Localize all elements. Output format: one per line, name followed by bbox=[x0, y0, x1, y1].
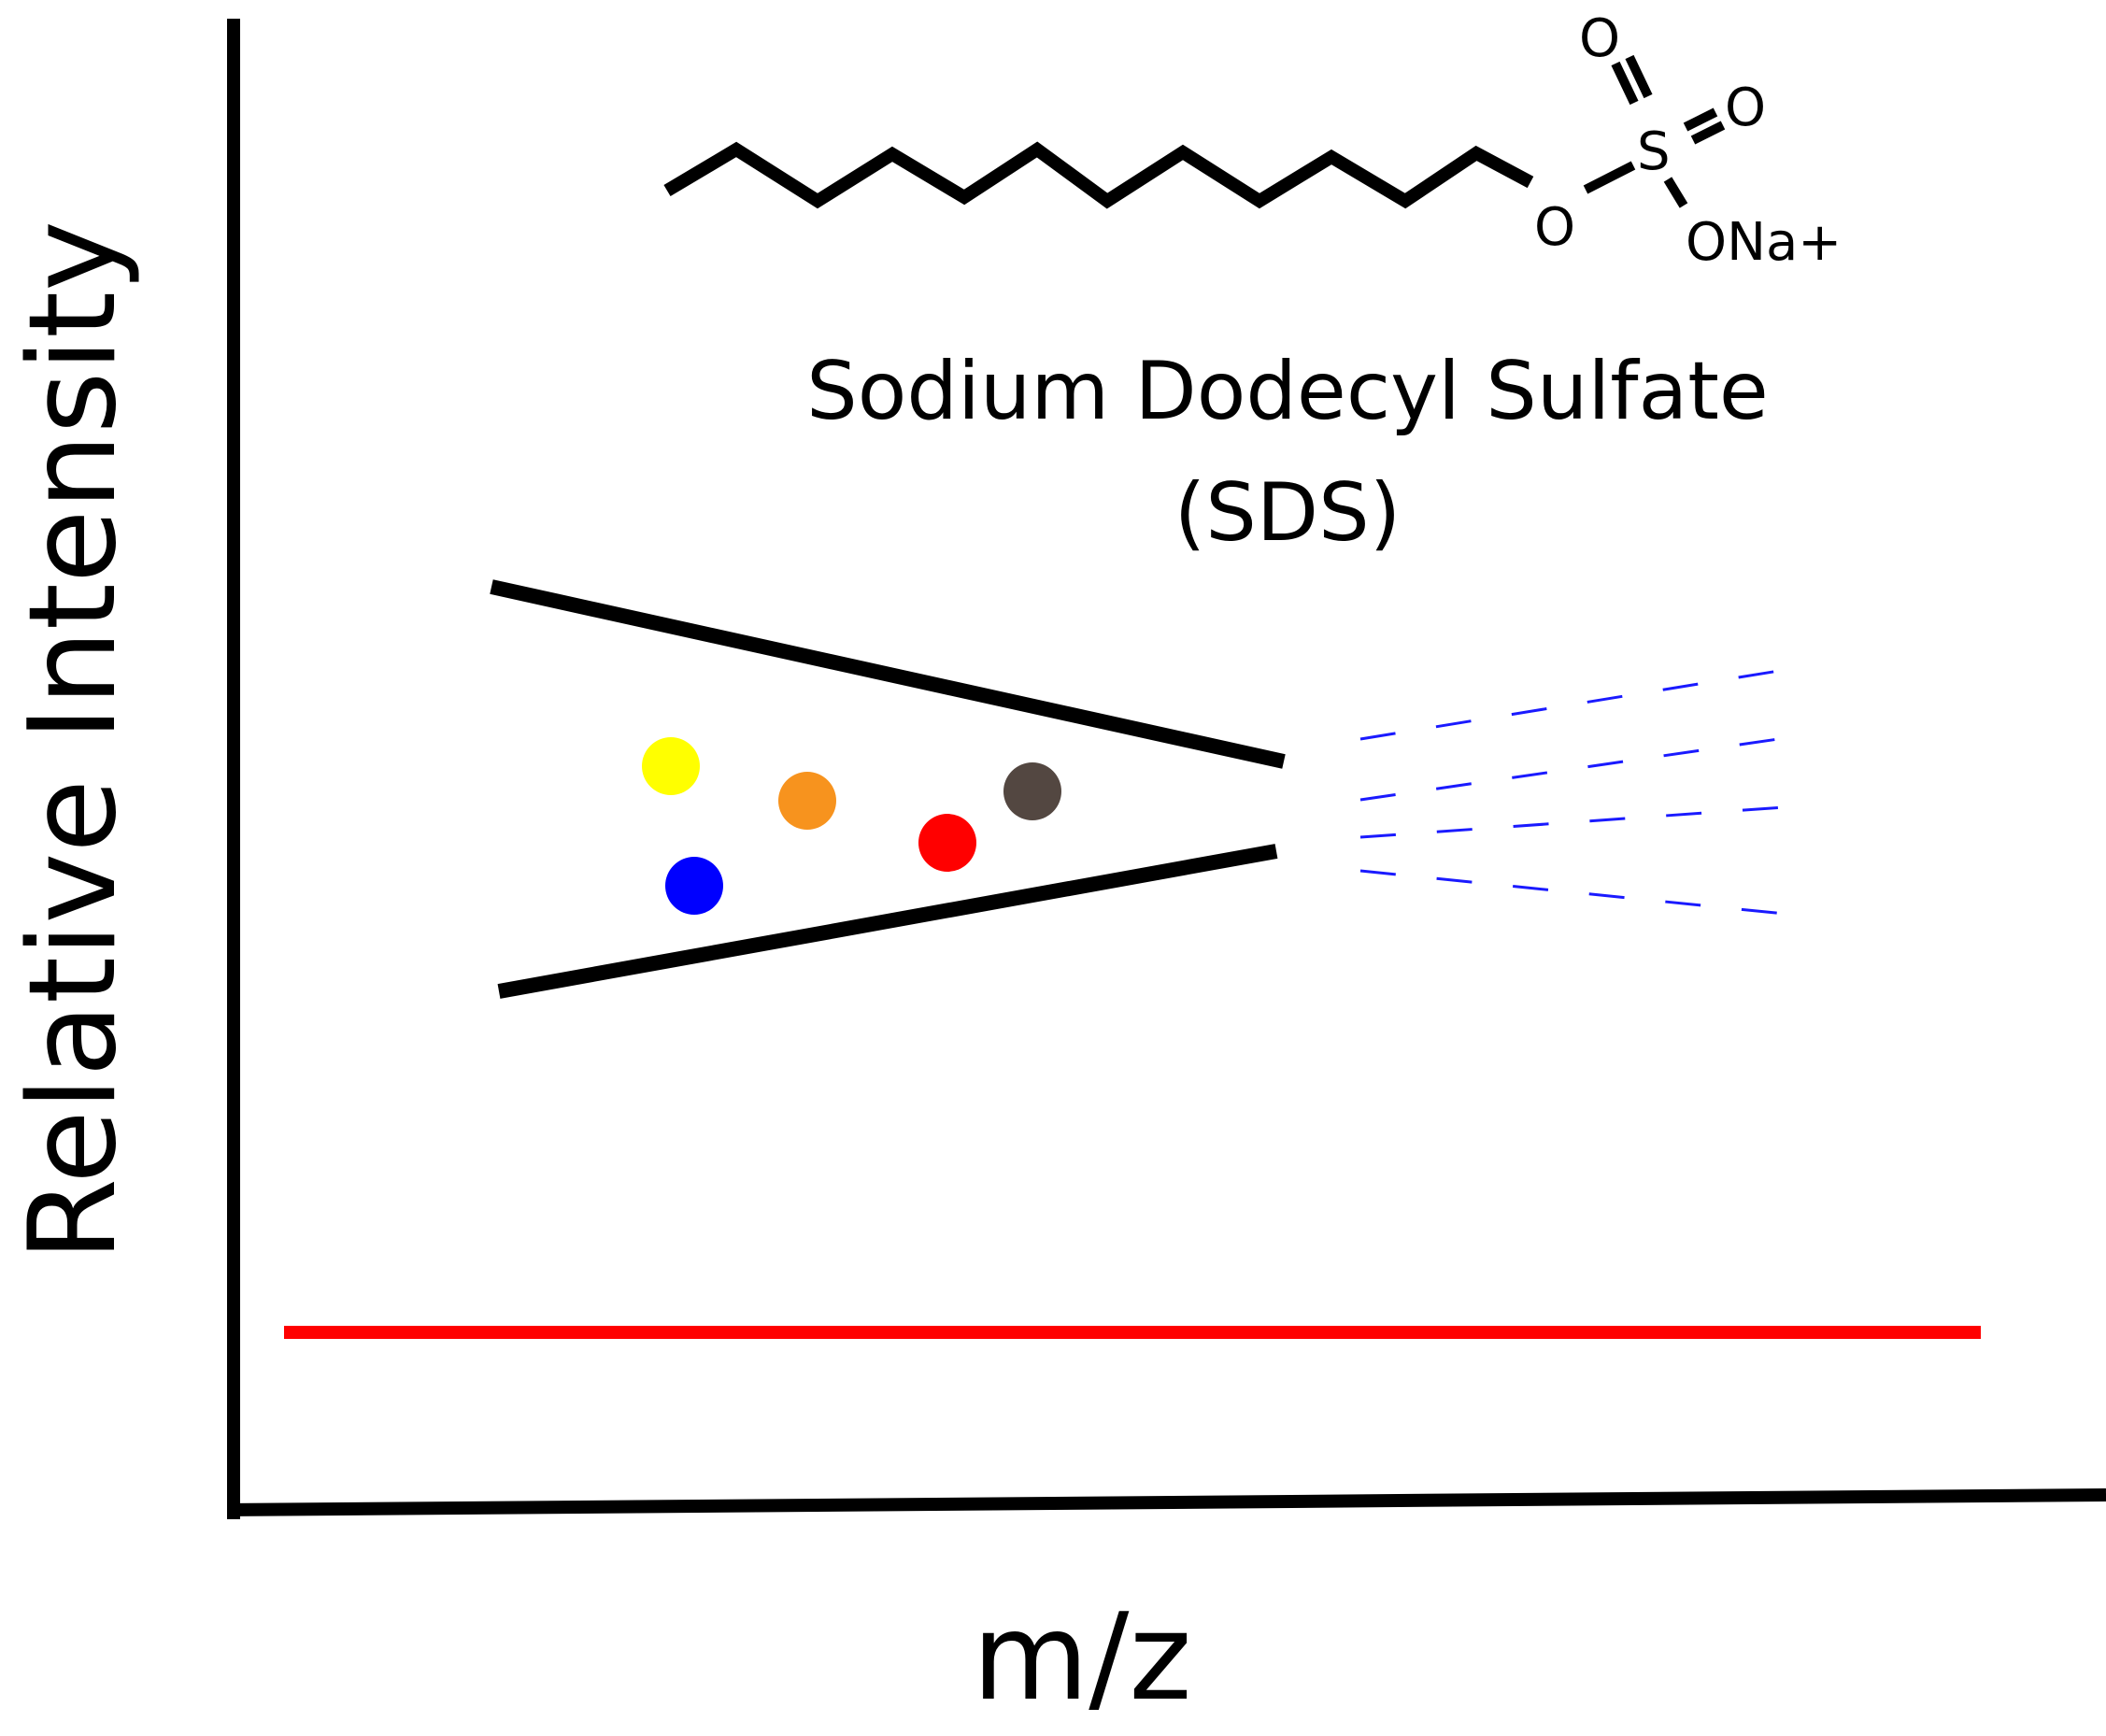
yellow-droplet bbox=[642, 737, 700, 795]
ester-oxygen-label: O bbox=[1534, 197, 1575, 258]
x-axis-title: m/z bbox=[973, 1588, 1192, 1728]
y-axis-title: Relative Intensity bbox=[4, 221, 143, 1261]
spray-line bbox=[1359, 668, 1786, 741]
red-droplet bbox=[918, 814, 976, 872]
orange-droplet bbox=[778, 772, 836, 830]
top-oxygen-label: O bbox=[1579, 8, 1620, 69]
brown-droplet bbox=[1003, 762, 1061, 820]
s-o-double-bond-right-a bbox=[1683, 107, 1718, 132]
sulfur-label: S bbox=[1637, 121, 1671, 182]
right-oxygen-label: O bbox=[1725, 78, 1766, 138]
capillary-upper-wall bbox=[490, 579, 1286, 769]
spray-line bbox=[1359, 736, 1786, 802]
s-o-double-bond-top-b bbox=[1625, 54, 1653, 99]
blue-droplet bbox=[665, 857, 723, 915]
x-axis bbox=[227, 1488, 2106, 1516]
spray-line bbox=[1359, 869, 1786, 916]
molecule-name: Sodium Dodecyl Sulfate bbox=[806, 345, 1769, 438]
sodium-salt-label: ONa+ bbox=[1686, 212, 1842, 273]
s-ona-bond bbox=[1663, 177, 1688, 208]
s-o-double-bond-top-a bbox=[1611, 61, 1639, 106]
spray-line bbox=[1359, 805, 1786, 839]
molecule-abbreviation: (SDS) bbox=[1174, 466, 1402, 560]
s-o-double-bond-right-b bbox=[1690, 121, 1726, 145]
capillary-lower-wall bbox=[497, 844, 1278, 999]
dodecyl-chain bbox=[663, 141, 1534, 209]
o-s-bond bbox=[1583, 161, 1636, 194]
